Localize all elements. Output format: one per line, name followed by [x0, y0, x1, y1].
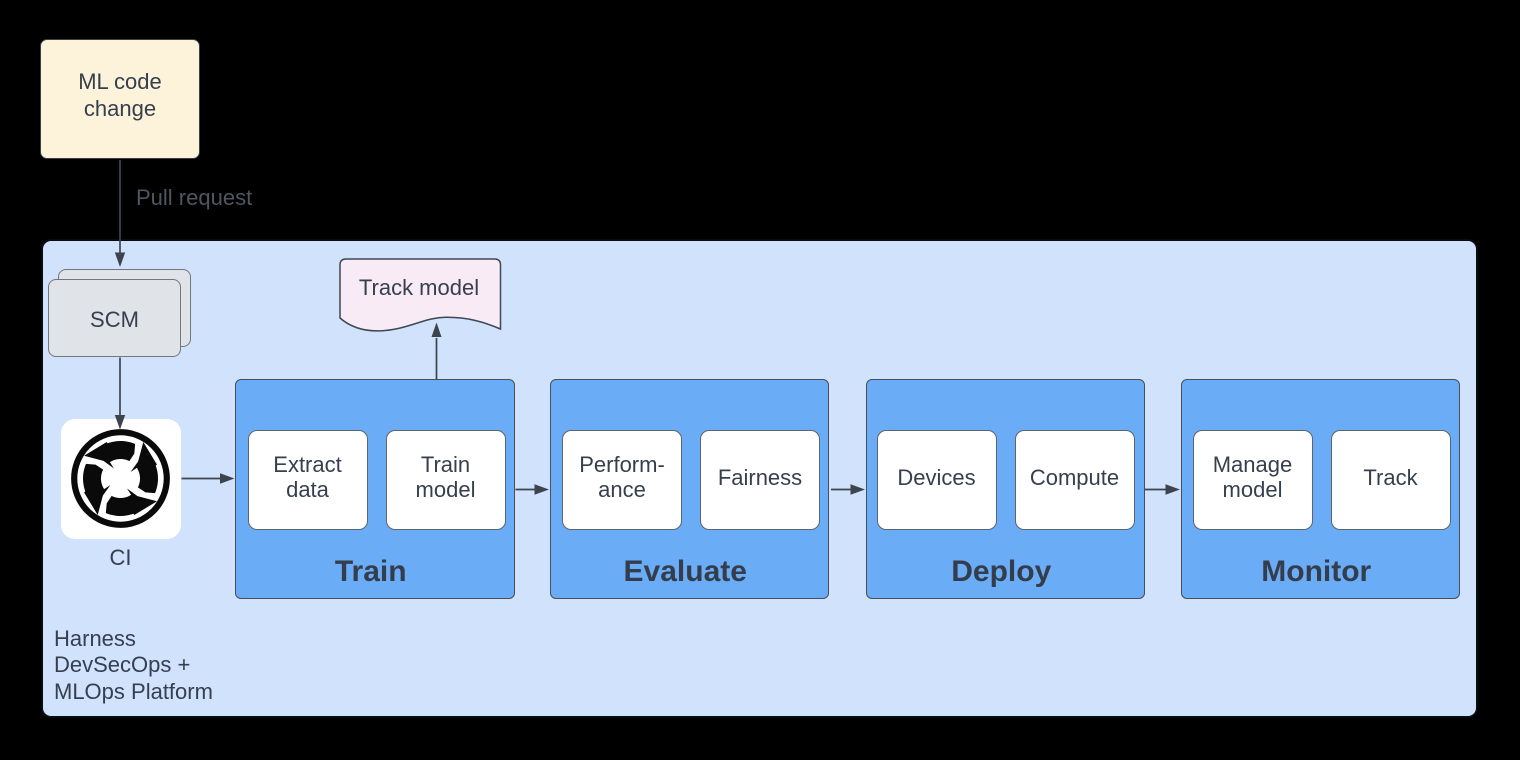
svg-text:Track model: Track model [359, 275, 479, 300]
